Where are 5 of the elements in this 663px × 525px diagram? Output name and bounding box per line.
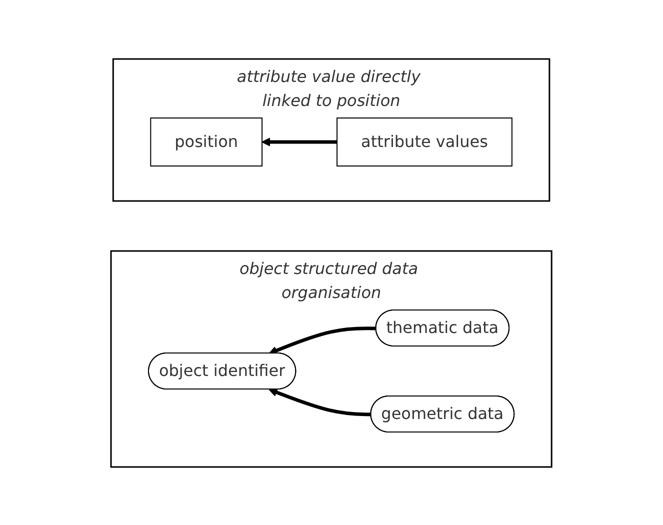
node-box: position <box>150 117 263 166</box>
arrow <box>262 137 338 146</box>
arrow <box>268 388 372 416</box>
arrow <box>268 326 376 354</box>
node-box: attribute values <box>336 117 513 166</box>
